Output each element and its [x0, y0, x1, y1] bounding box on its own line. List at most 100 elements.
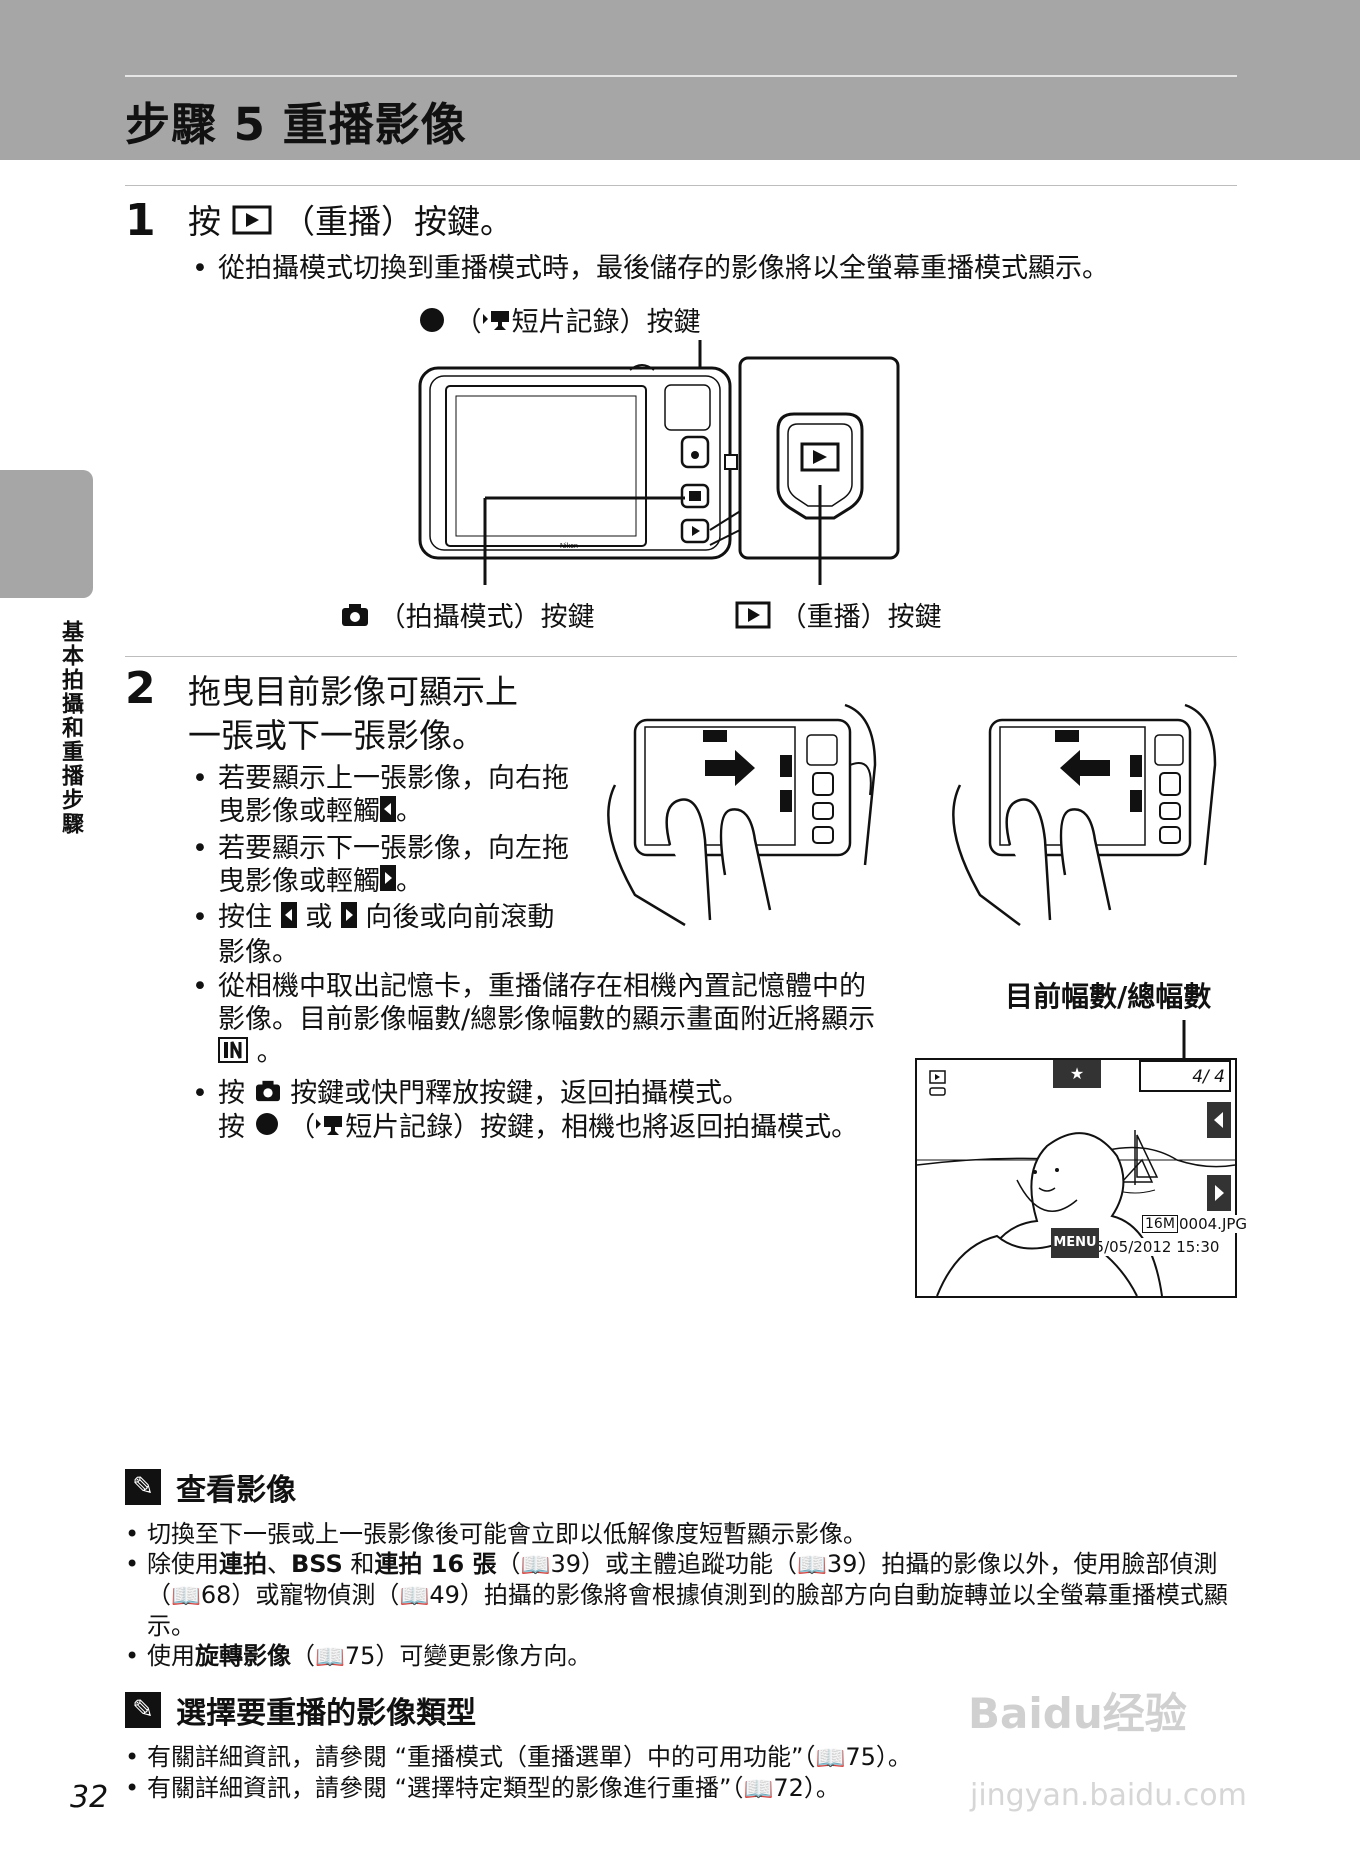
note-text: 有關詳細資訊，請參閱 “選擇特定類型的影像進行重播”（ [147, 1774, 744, 1802]
bullet-return-a: 按 [218, 1077, 245, 1109]
date-time: 15/05/2012 15:30 [1085, 1238, 1220, 1256]
playback-scene [916, 1130, 1236, 1297]
step2-title: 拖曳目前影像可顯示上 一張或下一張影像。 [188, 670, 588, 758]
step2-title-line1: 拖曳目前影像可顯示上 [188, 672, 518, 711]
step2-title-line2: 一張或下一張影像。 [188, 716, 485, 755]
book-ref-icon: 📖 [171, 1582, 201, 1610]
divider [125, 185, 1237, 186]
callout-movie-open: （ [454, 307, 482, 338]
image-size-icon: 16M [1142, 1215, 1178, 1233]
step2-bullet-prev: 若要顯示上一張影像，向右拖曳影像或輕觸。 [188, 762, 580, 830]
book-ref-icon: 📖 [743, 1775, 774, 1803]
note-viewing-images: ✎ 查看影像 切換至下一張或上一張影像後可能會立即以低解像度短暫顯示影像。 除使… [125, 1465, 1237, 1672]
book-ref-icon: 📖 [315, 1643, 345, 1671]
left-arrow-icon [380, 795, 396, 830]
note-item: 有關詳細資訊，請參閱 “選擇特定類型的影像進行重播”（📖72）。 [125, 1773, 1237, 1804]
menu-button[interactable]: MENU [1051, 1228, 1099, 1258]
step2-bullet-scroll: 按住 或 向後或向前滾動影像。 [188, 901, 580, 969]
book-ref-icon: 📖 [796, 1551, 827, 1579]
swipe-right-illustration [607, 703, 877, 927]
page-number: 32 [70, 1780, 109, 1815]
bullet-next-text: 若要顯示下一張影像，向左拖曳影像或輕觸 [218, 832, 569, 897]
page-title: 步驟 5 重播影像 [125, 98, 467, 151]
step2-bullet-next: 若要顯示下一張影像，向左拖曳影像或輕觸。 [188, 832, 580, 900]
step2-bullets-wide: 從相機中取出記憶卡，重播儲存在相機內置記憶體中的影像。目前影像幅數/總影像幅數的… [188, 970, 880, 1145]
note-text: 切換至下一張或上一張影像後可能會立即以低解像度短暫顯示影像。 [147, 1520, 867, 1548]
bullet-scroll-mid: 或 [305, 902, 333, 933]
callout-movie-record: （ 短片記錄）按鍵 [418, 300, 701, 341]
note-text: 使用 [147, 1642, 195, 1670]
bullet-scroll-pre: 按住 [218, 902, 272, 933]
callout-movie-post: 短片記錄）按鍵 [511, 307, 701, 338]
book-ref-icon: 📖 [815, 1744, 846, 1772]
playback-screen: ★ 4/ 4 16M 0004.JPG 15/05/2012 15:30 MEN… [915, 1058, 1248, 1298]
header-line [125, 75, 1237, 77]
filename: 0004.JPG [1179, 1215, 1248, 1233]
note-text: 除使用 [147, 1550, 219, 1578]
camera-icon [254, 1078, 282, 1111]
note-text: 72）。 [773, 1774, 840, 1802]
right-arrow-icon [340, 901, 357, 936]
camera-back-diagram: Nikon [418, 340, 900, 585]
pencil-note-icon: ✎ [125, 1469, 161, 1505]
step1-title-post: （重播）按鍵。 [282, 202, 513, 241]
bullet-prev-end: 。 [396, 796, 423, 827]
favorite-star-icon[interactable]: ★ [1053, 1060, 1101, 1088]
note-text: 75）。 [845, 1743, 912, 1771]
note-text: 和 [342, 1550, 375, 1578]
bullet-memory-end: 。 [256, 1037, 284, 1068]
bullet-scroll-post: 向後或向前滾動影像。 [218, 902, 555, 968]
note-title: 查看影像 [176, 1473, 297, 1508]
step1-title: 按 （重播）按鍵。 [188, 200, 513, 246]
camera-brand: Nikon [560, 543, 578, 550]
note-text: 49）拍攝的影像將會根據偵測到的臉部方向自動旋轉並以全螢幕重播模式顯示。 [147, 1581, 1228, 1640]
callout-shooting-mode: （拍攝模式）按鍵 [340, 595, 595, 635]
note-item: 使用旋轉影像（📖75）可變更影像方向。 [125, 1641, 1237, 1672]
step-number-2: 2 [125, 663, 156, 714]
note-text: 68）或寵物偵測（ [200, 1581, 400, 1609]
next-image-button[interactable] [1207, 1175, 1231, 1211]
note-item: 有關詳細資訊，請參閱 “重播模式（重播選單）中的可用功能”（📖75）。 [125, 1742, 1237, 1773]
note-text: 有關詳細資訊，請參閱 “重播模式（重播選單）中的可用功能”（ [147, 1743, 816, 1771]
note-text: 39）或主體追蹤功能（ [550, 1550, 797, 1578]
bullet-next-end: 。 [396, 865, 423, 897]
left-arrow-icon [280, 901, 297, 936]
image-counter: 4/ 4 [1139, 1060, 1231, 1092]
counter-leader-line [1182, 1020, 1186, 1060]
bullet-return-e: 短片記錄）按鍵，相機也將返回拍攝模式。 [345, 1111, 859, 1143]
movie-camera-icon [315, 1112, 345, 1145]
camera-icon [340, 602, 370, 635]
counter-label: 目前幅數/總幅數 [1005, 980, 1212, 1013]
note-bold: BSS [291, 1550, 343, 1578]
step1-title-pre: 按 [188, 202, 221, 241]
watermark-url: jingyan.baidu.com [970, 1778, 1247, 1813]
pencil-note-icon: ✎ [125, 1692, 161, 1728]
note-text: 39）拍攝的影像以外，使用臉部偵測（ [147, 1550, 1218, 1609]
note-text: （ [291, 1642, 315, 1670]
callout-shooting-mode-text: （拍攝模式）按鍵 [378, 602, 595, 633]
record-dot-icon [418, 306, 446, 341]
bullet-memory-text: 從相機中取出記憶卡，重播儲存在相機內置記憶體中的影像。目前影像幅數/總影像幅數的… [218, 971, 876, 1035]
note-bold: 連拍 [219, 1550, 267, 1578]
book-ref-icon: 📖 [399, 1582, 430, 1610]
note-text: 75）可變更影像方向。 [344, 1642, 592, 1670]
step1-bullet: 從拍攝模式切換到重播模式時，最後儲存的影像將以全螢幕重播模式顯示。 [188, 252, 1258, 285]
right-arrow-icon [380, 865, 396, 899]
playback-icon [232, 202, 272, 246]
bullet-return-b: 按鍵或快門釋放按鍵，返回拍攝模式。 [290, 1077, 750, 1109]
prev-image-button[interactable] [1207, 1102, 1231, 1138]
side-tab-label: 基本拍攝和重播步驟 [58, 620, 83, 836]
playback-mode-icon [929, 1070, 946, 1096]
bullet-prev-text: 若要顯示上一張影像，向右拖曳影像或輕觸 [218, 763, 569, 827]
note-item: 除使用連拍、BSS 和連拍 16 張（📖39）或主體追蹤功能（📖39）拍攝的影像… [125, 1549, 1237, 1641]
callout-playback-text: （重播）按鍵 [779, 602, 942, 633]
side-tab [0, 470, 93, 598]
movie-camera-icon [482, 308, 512, 339]
watermark-logo: Baidu经验 [968, 1689, 1187, 1738]
step-number-1: 1 [125, 195, 156, 246]
callout-playback: （重播）按鍵 [735, 595, 942, 636]
step2-bullets-narrow: 若要顯示上一張影像，向右拖曳影像或輕觸。 若要顯示下一張影像，向左拖曳影像或輕觸… [188, 762, 580, 969]
internal-memory-icon [218, 1036, 248, 1071]
bullet-return-c: 按 [218, 1111, 245, 1143]
bullet-return-d: （ [288, 1111, 316, 1143]
